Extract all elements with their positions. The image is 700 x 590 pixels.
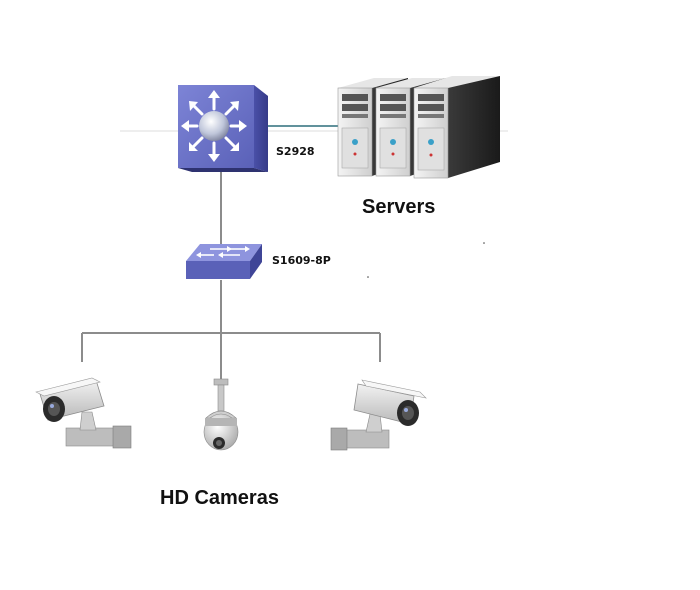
server-tower-icon [413, 76, 500, 179]
workgroup-switch-icon [186, 244, 262, 279]
dome-camera-icon [203, 378, 239, 451]
access-switch-label: S1609-8P [272, 254, 331, 267]
servers-label: Servers [362, 196, 436, 218]
layer3-switch-icon [178, 85, 268, 172]
stray-dot [483, 242, 485, 244]
servers-group [337, 76, 500, 179]
stray-dot [367, 276, 369, 278]
box-camera-icon [330, 379, 427, 451]
core-switch-label: S2928 [276, 145, 315, 158]
box-camera-icon [35, 377, 132, 449]
cameras-label: HD Cameras [160, 487, 279, 509]
